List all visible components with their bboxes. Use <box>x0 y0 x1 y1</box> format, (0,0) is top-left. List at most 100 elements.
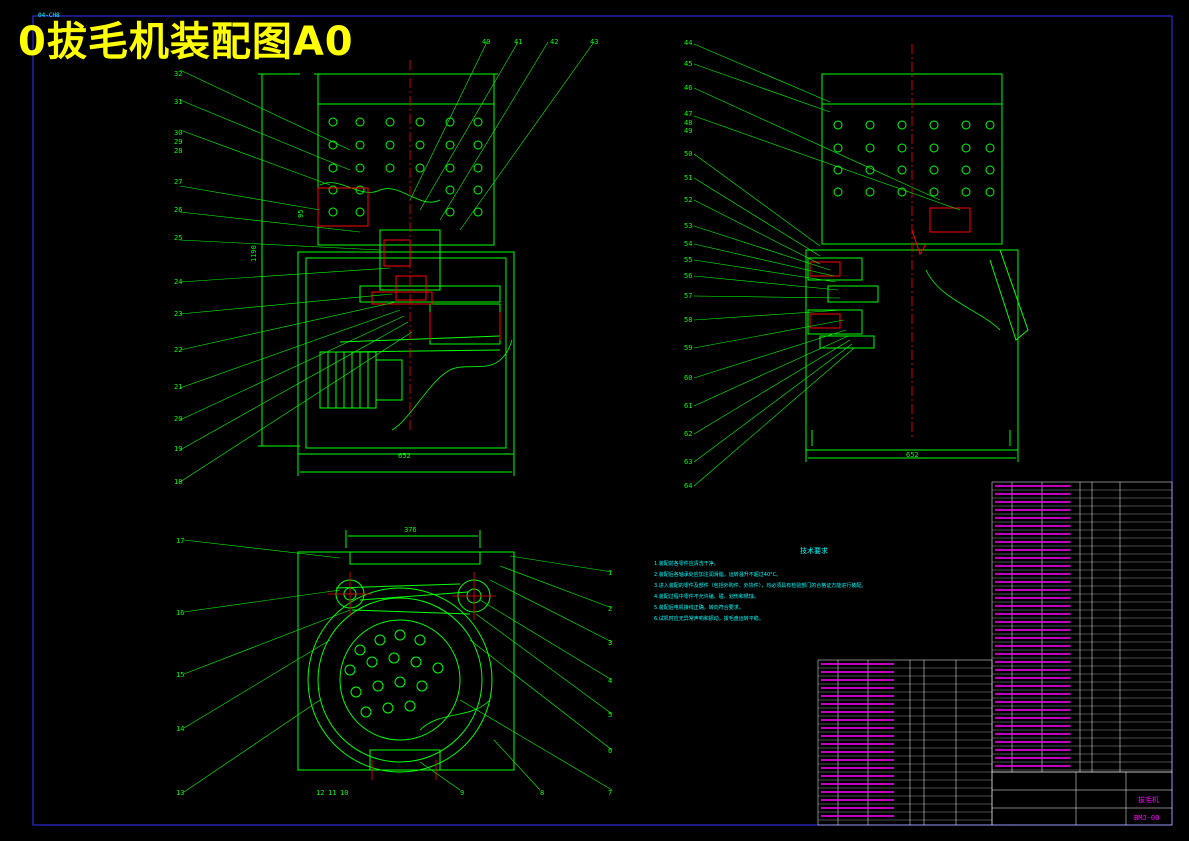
parts-row-text <box>995 629 1071 631</box>
parts-row-text <box>821 751 895 753</box>
drawing-title: 0拔毛机装配图A0 <box>18 19 354 65</box>
plan-callout-labels: 17 16 15 14 13 12 11 10 9 8 7 6 5 4 3 2 … <box>176 537 612 797</box>
parts-row-text <box>821 719 895 721</box>
side-callout: 57 <box>684 292 692 300</box>
parts-row-text <box>995 637 1071 639</box>
parts-row-text <box>995 725 1071 727</box>
parts-row-text <box>995 557 1071 559</box>
front-callout: 31 <box>174 98 182 106</box>
parts-row-text <box>821 743 895 745</box>
front-callout: 25 <box>174 234 182 242</box>
parts-row-text <box>821 703 895 705</box>
plan-holes <box>344 629 444 718</box>
parts-row-text <box>995 741 1071 743</box>
parts-row-text <box>995 493 1071 495</box>
front-view <box>258 73 515 476</box>
parts-row-text <box>995 565 1071 567</box>
front-callout: 18 <box>174 478 182 486</box>
note-line: 1.装配前各零件应清洗干净。 <box>654 561 719 567</box>
plan-callout: 9 <box>460 789 464 797</box>
side-callout-labels: 44 45 46 47 48 49 50 51 52 53 54 55 56 5… <box>684 39 692 490</box>
side-callout: 50 <box>684 150 692 158</box>
parts-row-text <box>821 679 895 681</box>
parts-list-lower <box>817 659 993 826</box>
parts-row-text <box>995 645 1071 647</box>
parts-row-text <box>995 501 1071 503</box>
side-callout: 58 <box>684 316 692 324</box>
parts-row-text <box>821 767 895 769</box>
side-callout: 49 <box>684 127 692 135</box>
parts-row-text <box>995 765 1071 767</box>
plan-callout: 17 <box>176 537 184 545</box>
side-callout: 56 <box>684 272 692 280</box>
plan-callout: 2 <box>608 605 612 613</box>
front-callout: 19 <box>174 445 182 453</box>
sheet-border <box>32 15 1173 826</box>
side-callout: 44 <box>684 39 692 47</box>
side-callout: 54 <box>684 240 692 248</box>
parts-row-text <box>821 783 895 785</box>
parts-row-text <box>995 709 1071 711</box>
parts-row-text <box>995 677 1071 679</box>
front-callout: 20 <box>174 415 182 423</box>
side-callout: 63 <box>684 458 692 466</box>
title-block <box>991 771 1173 826</box>
front-callout-lines <box>179 41 595 483</box>
plan-callout-lines <box>183 539 613 793</box>
plan-callout: 1 <box>608 569 612 577</box>
parts-row-text <box>821 791 895 793</box>
parts-row-text <box>995 653 1071 655</box>
parts-row-text <box>821 807 895 809</box>
plan-callout: 8 <box>540 789 544 797</box>
plan-callout: 10 <box>340 789 348 797</box>
side-callout: 59 <box>684 344 692 352</box>
parts-row-text <box>821 663 895 665</box>
side-callout: 64 <box>684 482 692 490</box>
parts-row-text <box>995 749 1071 751</box>
parts-row-text <box>995 549 1071 551</box>
parts-row-text <box>821 759 895 761</box>
parts-row-text <box>995 573 1071 575</box>
parts-row-text <box>995 621 1071 623</box>
front-callout: 26 <box>174 206 182 214</box>
side-drum-holes <box>833 120 995 197</box>
plan-callout: 4 <box>608 677 612 685</box>
parts-row-text <box>821 671 895 673</box>
parts-row-text <box>995 581 1071 583</box>
plan-callout: 15 <box>176 671 184 679</box>
front-callout: 23 <box>174 310 182 318</box>
side-view <box>805 73 1029 462</box>
front-callout: 21 <box>174 383 182 391</box>
note-line: 4.装配过程中零件不允许磕、碰、划伤和锈蚀。 <box>654 594 759 600</box>
front-callout: 24 <box>174 278 182 286</box>
side-callout: 51 <box>684 174 692 182</box>
parts-row-text <box>821 687 895 689</box>
plan-callout: 13 <box>176 789 184 797</box>
parts-row-text <box>995 597 1071 599</box>
plan-callout: 14 <box>176 725 184 733</box>
front-callout: 29 <box>174 138 182 146</box>
parts-row-text <box>995 717 1071 719</box>
parts-row-text <box>821 727 895 729</box>
plan-view-centers <box>328 572 496 780</box>
sheet-mark: 04-CH8 <box>38 12 60 19</box>
dim-front-height: 1190 <box>250 245 258 262</box>
front-callout: 28 <box>174 147 182 155</box>
front-callout: 41 <box>514 38 522 46</box>
plan-callout: 7 <box>608 789 612 797</box>
side-callout: 52 <box>684 196 692 204</box>
plan-callout: 3 <box>608 639 612 647</box>
front-callout: 30 <box>174 129 182 137</box>
front-callout: 42 <box>550 38 558 46</box>
side-callout: 60 <box>684 374 692 382</box>
plan-callout: 12 <box>316 789 324 797</box>
front-callout: 43 <box>590 38 598 46</box>
parts-row-text <box>821 735 895 737</box>
parts-row-text <box>995 509 1071 511</box>
parts-row-text <box>821 775 895 777</box>
plan-callout: 6 <box>608 747 612 755</box>
side-callout: 55 <box>684 256 692 264</box>
note-line: 5.装配后电机接线正确，转向符合要求。 <box>654 605 744 611</box>
technical-requirements: 技术要求 1.装配前各零件应清洗干净。 2.装配后各轴承处应加注润滑脂，运转温升… <box>654 546 974 625</box>
parts-row-text <box>995 701 1071 703</box>
